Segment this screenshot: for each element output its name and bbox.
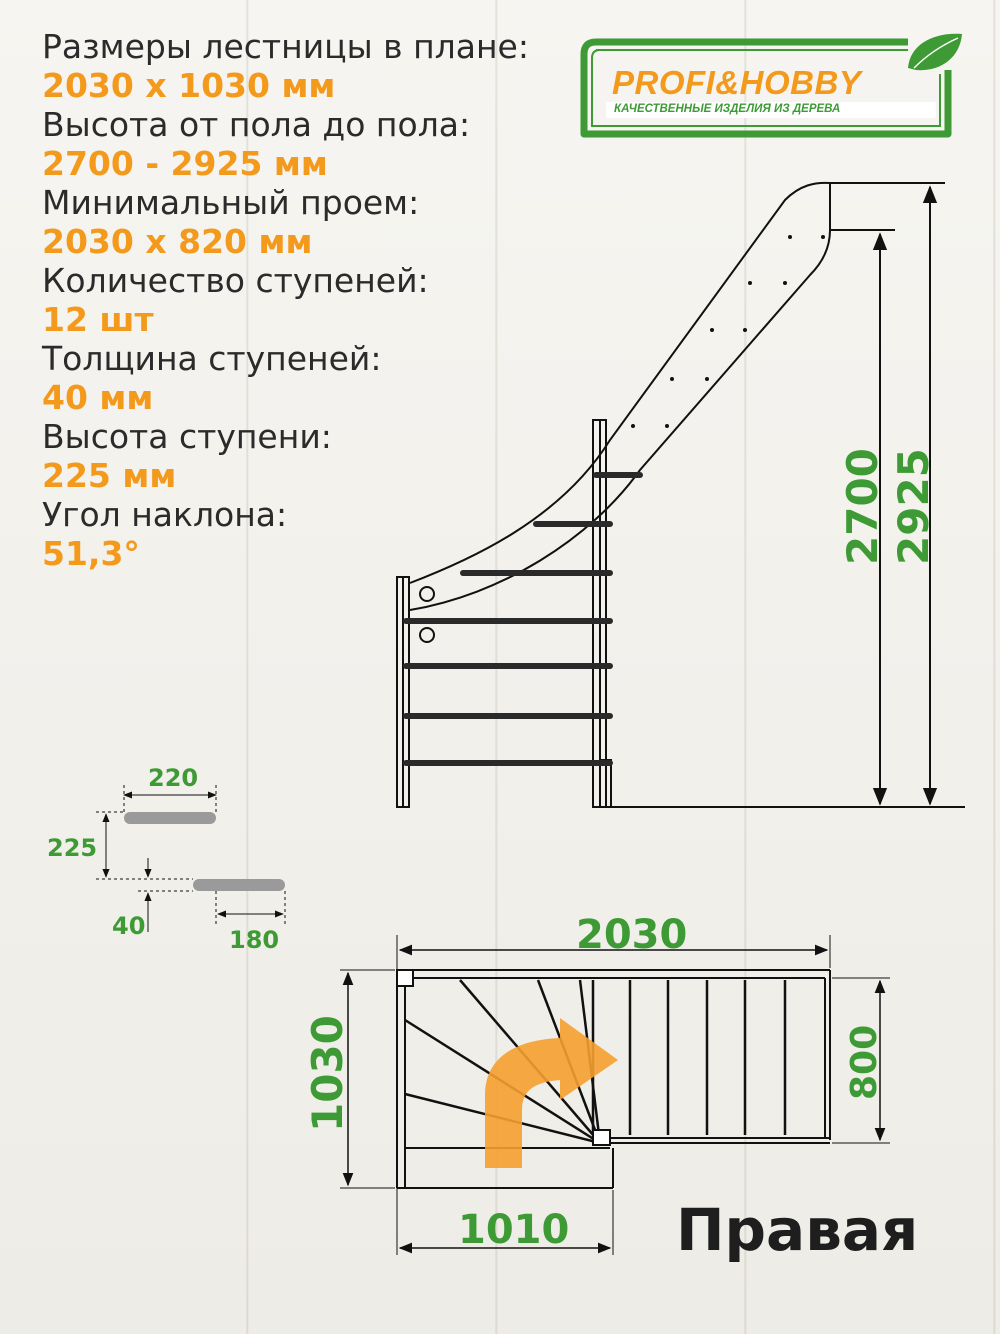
dim-overlap-180: 180 (229, 926, 279, 954)
spec-item: Высота от пола до пола:2700 - 2925 мм (42, 106, 562, 184)
spec-item: Высота ступени:225 мм (42, 418, 562, 496)
spec-value: 225 мм (42, 456, 177, 495)
spec-label: Размеры лестницы в плане: (42, 27, 529, 66)
dim-2925: 2925 (889, 448, 938, 565)
dim-thickness-40: 40 (112, 912, 145, 940)
dim-2700: 2700 (838, 448, 887, 565)
logo-frame (580, 33, 962, 138)
brand-logo: PROFI&HOBBY КАЧЕСТВЕННЫЕ ИЗДЕЛИЯ ИЗ ДЕРЕ… (578, 30, 963, 145)
spec-item: Толщина ступеней:40 мм (42, 340, 562, 418)
spec-label: Угол наклона: (42, 495, 288, 534)
dim-800: 800 (844, 1025, 885, 1100)
leaf-icon (908, 33, 962, 71)
spec-label: Высота ступени: (42, 417, 332, 456)
spec-label: Высота от пола до пола: (42, 105, 471, 144)
dim-2030: 2030 (576, 912, 687, 958)
spec-item: Размеры лестницы в плане:2030 х 1030 мм (42, 28, 562, 106)
dim-1010: 1010 (458, 1207, 569, 1253)
spec-value: 40 мм (42, 378, 154, 417)
step-detail: 220 225 40 180 (47, 764, 286, 954)
spec-list: Размеры лестницы в плане:2030 х 1030 мм … (42, 28, 562, 574)
spec-value: 51,3° (42, 534, 140, 573)
dim-tread-220: 220 (148, 764, 198, 792)
spec-item: Минимальный проем:2030 х 820 мм (42, 184, 562, 262)
spec-value: 2030 х 820 мм (42, 222, 313, 261)
side-elevation (396, 181, 965, 808)
dim-1030: 1030 (303, 1015, 352, 1132)
spec-value: 2030 х 1030 мм (42, 66, 336, 105)
spec-item: Количество ступеней:12 шт (42, 262, 562, 340)
spec-label: Минимальный проем: (42, 183, 420, 222)
direction-label: Правая (676, 1196, 919, 1264)
spec-value: 2700 - 2925 мм (42, 144, 328, 183)
spec-label: Толщина ступеней: (42, 339, 382, 378)
spec-item: Угол наклона:51,3° (42, 496, 562, 574)
spec-label: Количество ступеней: (42, 261, 429, 300)
spec-value: 12 шт (42, 300, 154, 339)
direction-arrow-icon (485, 1018, 618, 1168)
logo-title: PROFI&HOBBY (612, 64, 862, 101)
logo-subtitle: КАЧЕСТВЕННЫЕ ИЗДЕЛИЯ ИЗ ДЕРЕВА (614, 103, 841, 115)
dim-riser-225: 225 (47, 834, 97, 862)
